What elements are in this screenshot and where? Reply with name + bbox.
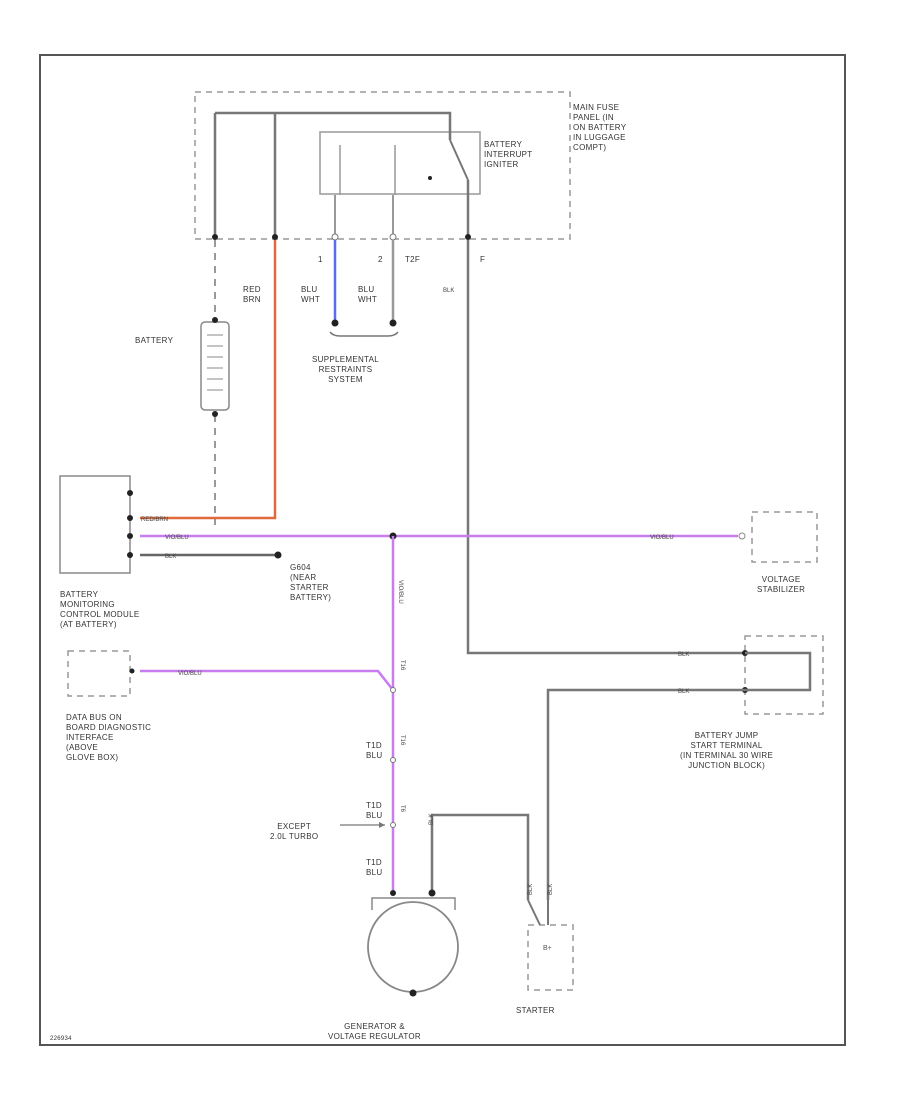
pin-label-2: 2 — [378, 255, 383, 264]
starter-b-symbol: B+ — [543, 945, 552, 952]
srs-pin-2 — [389, 319, 397, 327]
ground-g604 — [274, 551, 282, 559]
diagram-id: 226934 — [50, 1036, 72, 1042]
battery-terminal-bottom — [212, 411, 218, 417]
label-blk-gen: BLK — [429, 814, 435, 825]
supplemental-restraints-label: SUPPLEMENTAL RESTRAINTS SYSTEM — [312, 355, 380, 384]
srs-bracket — [329, 331, 399, 337]
wire-label-t1-b: T1D BLU — [366, 801, 383, 820]
label-blk-st2: BLK — [548, 884, 554, 895]
fuse-panel-pin-red — [272, 234, 278, 240]
fuse-panel-pin-2 — [389, 233, 397, 241]
pin-label-f: F — [480, 255, 486, 264]
data-bus-obd-label: DATA BUS ON BOARD DIAGNOSTIC INTERFACE (… — [66, 713, 152, 762]
igniter-box — [319, 131, 481, 195]
generator-b-terminal — [428, 889, 436, 897]
battery-interrupt-igniter-label: BATTERY INTERRUPT IGNITER — [484, 140, 533, 169]
t16-connector-1 — [390, 687, 396, 693]
ground-label: G604 (NEAR STARTER BATTERY) — [290, 563, 332, 602]
battery-jump-start-box — [744, 635, 824, 715]
label-blk-main: BLK — [443, 288, 454, 294]
label-vio-blu-bus: VIO/BLU — [178, 671, 202, 677]
data-bus-obd-box — [67, 650, 131, 697]
label-red-brn-mod: RED/BRN — [141, 517, 168, 523]
label-t16-2: T16 — [399, 735, 405, 746]
label-vio-blu-vert: VIO/BLU — [397, 580, 403, 604]
blk-starter-wire-1 — [546, 688, 745, 900]
voltage-stabilizer-label: VOLTAGE STABILIZER — [757, 575, 806, 594]
generator-bracket — [371, 897, 456, 910]
blk-generator-starter-wire — [430, 813, 530, 900]
bmcm-pin-1 — [127, 490, 133, 496]
generator-symbol — [367, 901, 459, 993]
main-fuse-panel-label: MAIN FUSE PANEL (IN ON BATTERY IN LUGGAG… — [573, 103, 627, 152]
vio-blu-obd-wire — [140, 669, 394, 691]
igniter-switch — [449, 139, 469, 181]
srs-pin-1 — [331, 319, 339, 327]
t6-connector — [390, 822, 396, 828]
battery-monitoring-module-label: BATTERY MONITORING CONTROL MODULE (AT BA… — [60, 590, 140, 629]
fuse-panel-busbar — [215, 111, 452, 140]
fuse-panel-pin-1 — [331, 233, 339, 241]
generator-ground — [409, 989, 417, 997]
wire-label-blu-wht-1: BLU WHT — [301, 285, 321, 304]
starter-label: STARTER — [516, 1006, 555, 1015]
pin-label-t2f: T2F — [405, 255, 421, 264]
generator-label: GENERATOR & VOLTAGE REGULATOR — [328, 1022, 421, 1041]
except-turbo-arrowhead — [379, 822, 385, 828]
obd-pin — [129, 668, 135, 674]
label-blk-jump1: BLK — [678, 652, 689, 658]
wire-label-t1-a: T1D BLU — [366, 741, 383, 760]
fuse-panel-pin-left — [212, 234, 218, 240]
label-blk-st1: BLK — [528, 884, 534, 895]
jump-terminal-bus — [745, 651, 812, 692]
battery-label: BATTERY — [135, 336, 174, 345]
label-t6: T6 — [399, 805, 405, 813]
bmcm-pin-2 — [127, 515, 133, 521]
blk-main-wire — [466, 240, 745, 655]
fuse-panel-pin-f — [465, 234, 471, 240]
battery-jump-start-label: BATTERY JUMP START TERMINAL (IN TERMINAL… — [680, 731, 774, 770]
igniter-dot — [428, 176, 432, 180]
voltage-stabilizer-box — [751, 511, 818, 563]
label-blk-jump2: BLK — [678, 689, 689, 695]
label-t16-1: T16 — [399, 660, 405, 671]
red-brn-wire — [140, 240, 277, 520]
bmcm-pin-4 — [127, 552, 133, 558]
pin-label-1: 1 — [318, 255, 323, 264]
starter-box — [527, 924, 574, 991]
bmcm-pin-3 — [127, 533, 133, 539]
label-blk-mod: BLK — [165, 554, 176, 560]
wire-label-blu-wht-2: BLU WHT — [358, 285, 378, 304]
label-vio-blu-mod: VIO/BLU — [165, 535, 189, 541]
battery-terminal-top — [212, 317, 218, 323]
except-turbo-label: EXCEPT 2.0L TURBO — [270, 822, 319, 841]
diagram-border — [39, 54, 846, 1046]
main-fuse-panel-box — [194, 91, 571, 240]
starter-contact-1 — [527, 899, 541, 926]
stabilizer-pin — [738, 532, 746, 540]
label-vio-blu-stab: VIO/BLU — [650, 535, 674, 541]
t16-connector-2 — [390, 757, 396, 763]
battery-monitoring-module-box — [59, 475, 131, 574]
generator-d-terminal — [390, 890, 396, 896]
wire-label-t1-c: T1D BLU — [366, 858, 383, 877]
battery-cells — [207, 334, 223, 391]
wire-label-red-brn: RED BRN — [243, 285, 261, 304]
